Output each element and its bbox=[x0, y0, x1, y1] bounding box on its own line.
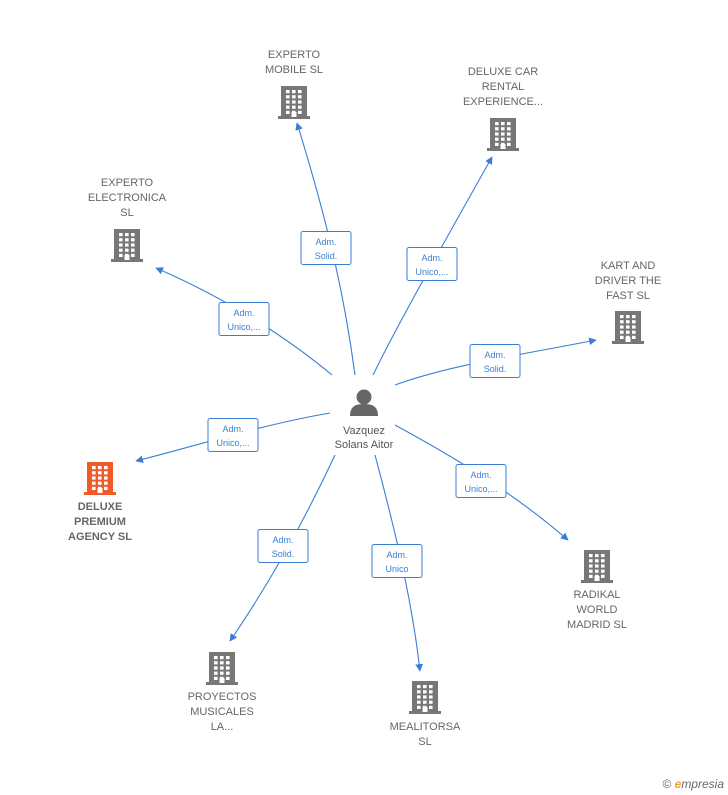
building-icon-kart-and-driver[interactable] bbox=[612, 311, 644, 344]
building-icon-mealitorsa[interactable] bbox=[409, 681, 441, 714]
company-label-mealitorsa[interactable]: SL bbox=[418, 736, 431, 748]
company-label-radikal-world-madrid[interactable]: RADIKAL bbox=[573, 589, 620, 601]
edge-role-text: Adm. bbox=[386, 550, 407, 560]
company-label-kart-and-driver[interactable]: DRIVER THE bbox=[595, 275, 661, 287]
company-label-deluxe-car-rental[interactable]: DELUXE CAR bbox=[468, 66, 538, 78]
company-label-experto-mobile[interactable]: EXPERTO bbox=[268, 49, 321, 61]
edge-role-label-mealitorsa[interactable]: Adm. Unico bbox=[371, 544, 423, 578]
company-label-deluxe-premium-agency[interactable]: DELUXE bbox=[78, 501, 123, 513]
footer-brand: © empresia bbox=[662, 777, 724, 791]
edge-role-label-radikal-world-madrid[interactable]: Adm. Unico,... bbox=[455, 464, 507, 498]
edge-role-text: Adm. bbox=[233, 308, 254, 318]
company-label-experto-electronica[interactable]: EXPERTO bbox=[101, 177, 154, 189]
person-name-label[interactable]: Vazquez bbox=[343, 425, 385, 437]
edge-role-label-deluxe-premium-agency[interactable]: Adm. Unico,... bbox=[207, 418, 259, 452]
company-label-deluxe-car-rental[interactable]: RENTAL bbox=[482, 81, 525, 93]
edge-role-text: Adm. bbox=[272, 535, 293, 545]
company-label-radikal-world-madrid[interactable]: WORLD bbox=[577, 604, 618, 616]
edge-role-text: Unico,... bbox=[415, 267, 448, 277]
edge-role-label-deluxe-car-rental[interactable]: Adm. Unico,... bbox=[406, 247, 458, 281]
building-icon-experto-mobile[interactable] bbox=[278, 86, 310, 119]
company-label-experto-mobile[interactable]: MOBILE SL bbox=[265, 64, 323, 76]
person-name-label[interactable]: Solans Aitor bbox=[335, 439, 394, 451]
edge-role-text: Adm. bbox=[315, 237, 336, 247]
edge-role-text: Unico,... bbox=[216, 438, 249, 448]
edge-role-text: Unico bbox=[385, 564, 408, 574]
company-label-proyectos-musicales[interactable]: MUSICALES bbox=[190, 706, 254, 718]
building-icon-experto-electronica[interactable] bbox=[111, 229, 143, 262]
building-icon-radikal-world-madrid[interactable] bbox=[581, 550, 613, 583]
edge-role-text: Adm. bbox=[470, 470, 491, 480]
copyright-symbol: © bbox=[662, 777, 672, 791]
edge-role-text: Unico,... bbox=[227, 322, 260, 332]
edge-role-text: Adm. bbox=[421, 253, 442, 263]
edge-role-text: Solid. bbox=[484, 364, 507, 374]
edge-role-label-proyectos-musicales[interactable]: Adm. Solid. bbox=[257, 529, 309, 563]
brand-name: mpresia bbox=[681, 777, 724, 791]
company-label-proyectos-musicales[interactable]: LA... bbox=[211, 721, 234, 733]
edge-role-text: Adm. bbox=[222, 424, 243, 434]
brand-logo-e: e bbox=[674, 777, 682, 791]
company-label-kart-and-driver[interactable]: KART AND bbox=[601, 260, 656, 272]
building-icon-proyectos-musicales[interactable] bbox=[206, 652, 238, 685]
company-label-radikal-world-madrid[interactable]: MADRID SL bbox=[567, 619, 627, 631]
edge-role-label-experto-mobile[interactable]: Adm. Solid. bbox=[300, 231, 352, 265]
edge-role-text: Solid. bbox=[272, 549, 295, 559]
edge-role-text: Unico,... bbox=[464, 484, 497, 494]
edge-role-label-kart-and-driver[interactable]: Adm. Solid. bbox=[469, 344, 521, 378]
person-icon[interactable] bbox=[350, 389, 378, 417]
edge-role-text: Adm. bbox=[484, 350, 505, 360]
company-label-deluxe-car-rental[interactable]: EXPERIENCE... bbox=[463, 96, 543, 108]
edge-role-label-experto-electronica[interactable]: Adm. Unico,... bbox=[218, 302, 270, 336]
company-label-kart-and-driver[interactable]: FAST SL bbox=[606, 290, 650, 302]
building-icon-deluxe-premium-agency[interactable] bbox=[84, 462, 116, 495]
company-label-mealitorsa[interactable]: MEALITORSA bbox=[390, 721, 461, 733]
building-icon-deluxe-car-rental[interactable] bbox=[487, 118, 519, 151]
company-label-proyectos-musicales[interactable]: PROYECTOS bbox=[188, 691, 257, 703]
edge-role-text: Solid. bbox=[315, 251, 338, 261]
company-label-deluxe-premium-agency[interactable]: PREMIUM bbox=[74, 516, 126, 528]
company-label-deluxe-premium-agency[interactable]: AGENCY SL bbox=[68, 531, 132, 543]
company-label-experto-electronica[interactable]: SL bbox=[120, 207, 133, 219]
company-label-experto-electronica[interactable]: ELECTRONICA bbox=[88, 192, 167, 204]
